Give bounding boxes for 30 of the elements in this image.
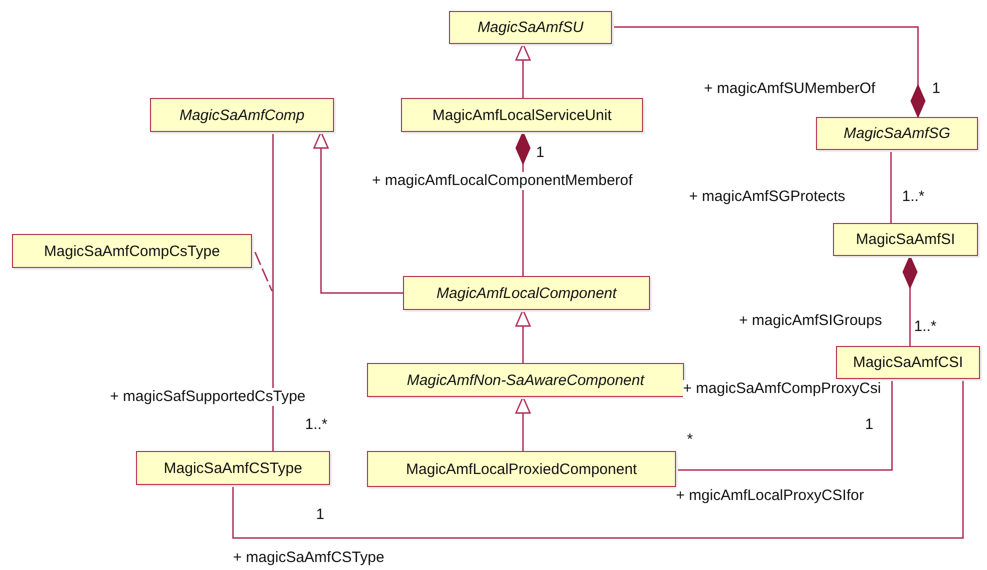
role-name: + magicSaAmfCompProxyCsi [683, 380, 881, 398]
class-box: MagicAmfLocalProxiedComponent [367, 451, 676, 487]
role-name: + magicSafSupportedCsType [110, 388, 306, 406]
composition-line [902, 256, 918, 346]
class-box: MagicAmfLocalComponent [403, 276, 650, 310]
role-name: + magicAmfLocalComponentMemberof [372, 172, 633, 190]
generalization-arrow [313, 131, 403, 294]
association-line [272, 132, 274, 451]
role-name: + magicAmfSGProtects [689, 188, 846, 206]
class-box: MagicAmfNon-SaAwareComponent [367, 363, 684, 397]
role-name: + magicAmfSIGroups [739, 312, 882, 330]
role-name: + magicSaAmfCSType [233, 549, 384, 567]
role-name: + mgicAmfLocalProxyCSIfor [676, 487, 864, 505]
class-box: MagicAmfLocalServiceUnit [401, 98, 643, 132]
association-line [232, 379, 964, 539]
generalization-arrow [515, 396, 531, 451]
class-box: MagicSaAmfSU [449, 11, 612, 44]
class-box: MagicSaAmfCompCsType [12, 234, 252, 268]
association-line [890, 150, 892, 223]
class-box: MagicSaAmfCSType [136, 451, 330, 485]
generalization-arrow [515, 43, 531, 98]
association-line [676, 379, 893, 471]
role-name: + magicAmfSUMemberOf [704, 80, 876, 98]
generalization-arrow [515, 309, 531, 363]
class-box: MagicSaAmfComp [150, 98, 334, 132]
class-box: MagicSaAmfCSI [836, 346, 980, 379]
dashed-line [254, 252, 273, 292]
class-box: MagicSaAmfSG [816, 117, 978, 150]
class-box: MagicSaAmfSI [833, 223, 978, 256]
composition-line [612, 26, 926, 118]
